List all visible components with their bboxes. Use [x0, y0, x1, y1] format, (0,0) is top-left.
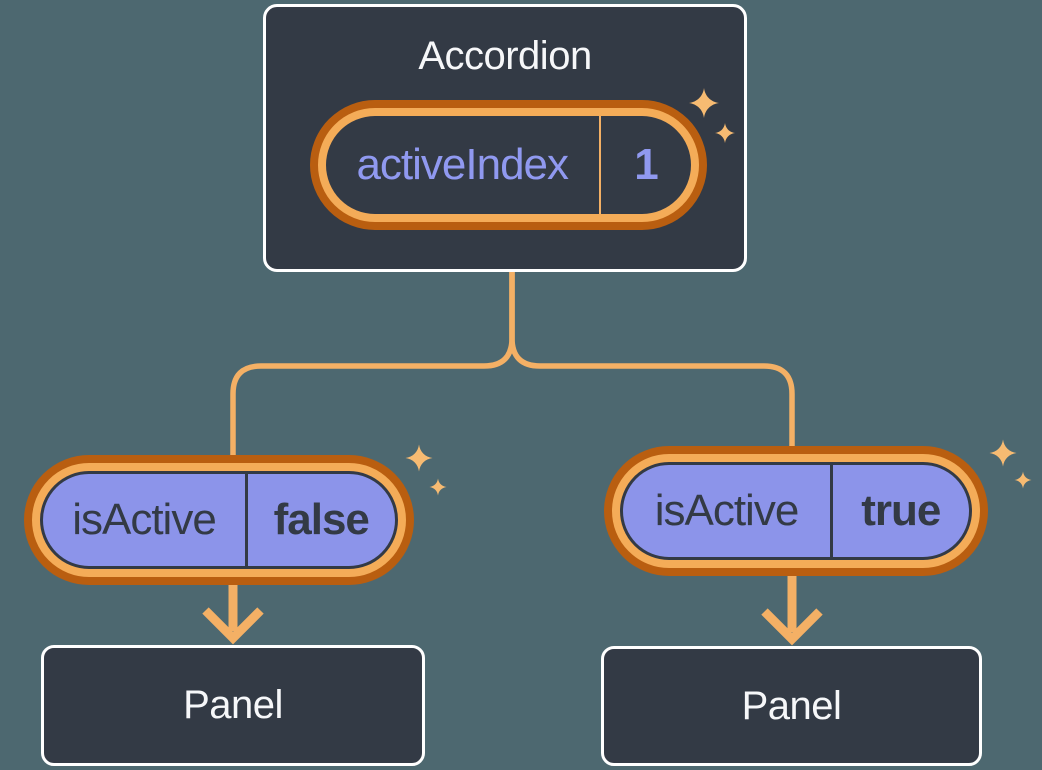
panel-node: Panel [41, 645, 425, 766]
pill-divider [598, 116, 601, 214]
prop-pill-value: true [861, 486, 941, 535]
panel-title: Panel [183, 683, 283, 727]
accordion-component-node: Accordion activeIndex 1 [263, 4, 747, 272]
panel-node: Panel [601, 646, 982, 766]
highlight-ring: isActive true [604, 446, 988, 576]
highlight-ring: isActive false [24, 455, 414, 585]
sparkle-icon [989, 439, 1032, 489]
prop-pill-label: isActive [72, 495, 217, 544]
prop-pill-value: false [273, 495, 370, 544]
state-pill: activeIndex 1 [326, 116, 691, 214]
sparkle-icon [689, 88, 735, 143]
highlight-ring: activeIndex 1 [310, 100, 707, 230]
pill-divider [245, 474, 248, 566]
prop-pill-label: isActive [654, 486, 800, 535]
sparkle-icon [405, 444, 447, 496]
down-arrow-icon [202, 584, 264, 645]
prop-pill: isActive true [620, 462, 972, 560]
state-pill-value: 1 [634, 140, 658, 189]
component-title: Accordion [418, 34, 592, 78]
pill-divider [830, 465, 833, 557]
tree-branch-left-line [230, 272, 515, 480]
prop-pill: isActive false [40, 471, 398, 569]
tree-branch-right-line [509, 272, 795, 470]
down-arrow-icon [761, 575, 823, 646]
panel-title: Panel [741, 683, 842, 728]
state-pill-label: activeIndex [356, 140, 569, 189]
